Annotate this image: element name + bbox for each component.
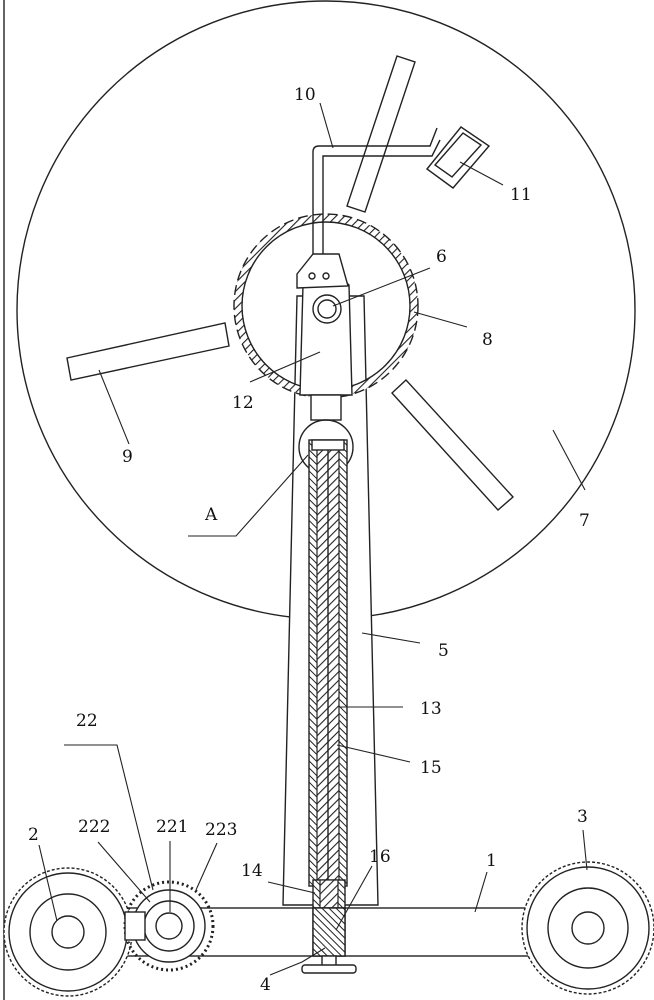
label-3: 3 xyxy=(577,807,588,827)
label-22: 22 xyxy=(76,711,98,731)
label-14: 14 xyxy=(241,861,263,881)
pivot-pin xyxy=(313,295,341,323)
label-7: 7 xyxy=(579,511,590,531)
label-2: 2 xyxy=(28,825,39,845)
label-8: 8 xyxy=(482,330,493,350)
label-221: 221 xyxy=(156,817,188,837)
label-222: 222 xyxy=(78,817,110,837)
brush-roller xyxy=(125,882,213,970)
label-223: 223 xyxy=(205,820,237,840)
label-16: 16 xyxy=(369,847,391,867)
label-12: 12 xyxy=(232,393,254,413)
label-A: A xyxy=(204,505,218,525)
label-1: 1 xyxy=(486,851,497,871)
label-13: 13 xyxy=(420,699,442,719)
label-4: 4 xyxy=(260,975,271,995)
label-10: 10 xyxy=(294,85,316,105)
wheel-left xyxy=(4,868,132,996)
label-5: 5 xyxy=(438,641,449,661)
label-11: 11 xyxy=(510,185,532,205)
label-9: 9 xyxy=(122,447,133,467)
wheel-right xyxy=(522,862,654,994)
label-15: 15 xyxy=(420,758,442,778)
foot-plate xyxy=(302,956,356,973)
label-6: 6 xyxy=(436,247,447,267)
telescopic-rod xyxy=(309,440,347,886)
